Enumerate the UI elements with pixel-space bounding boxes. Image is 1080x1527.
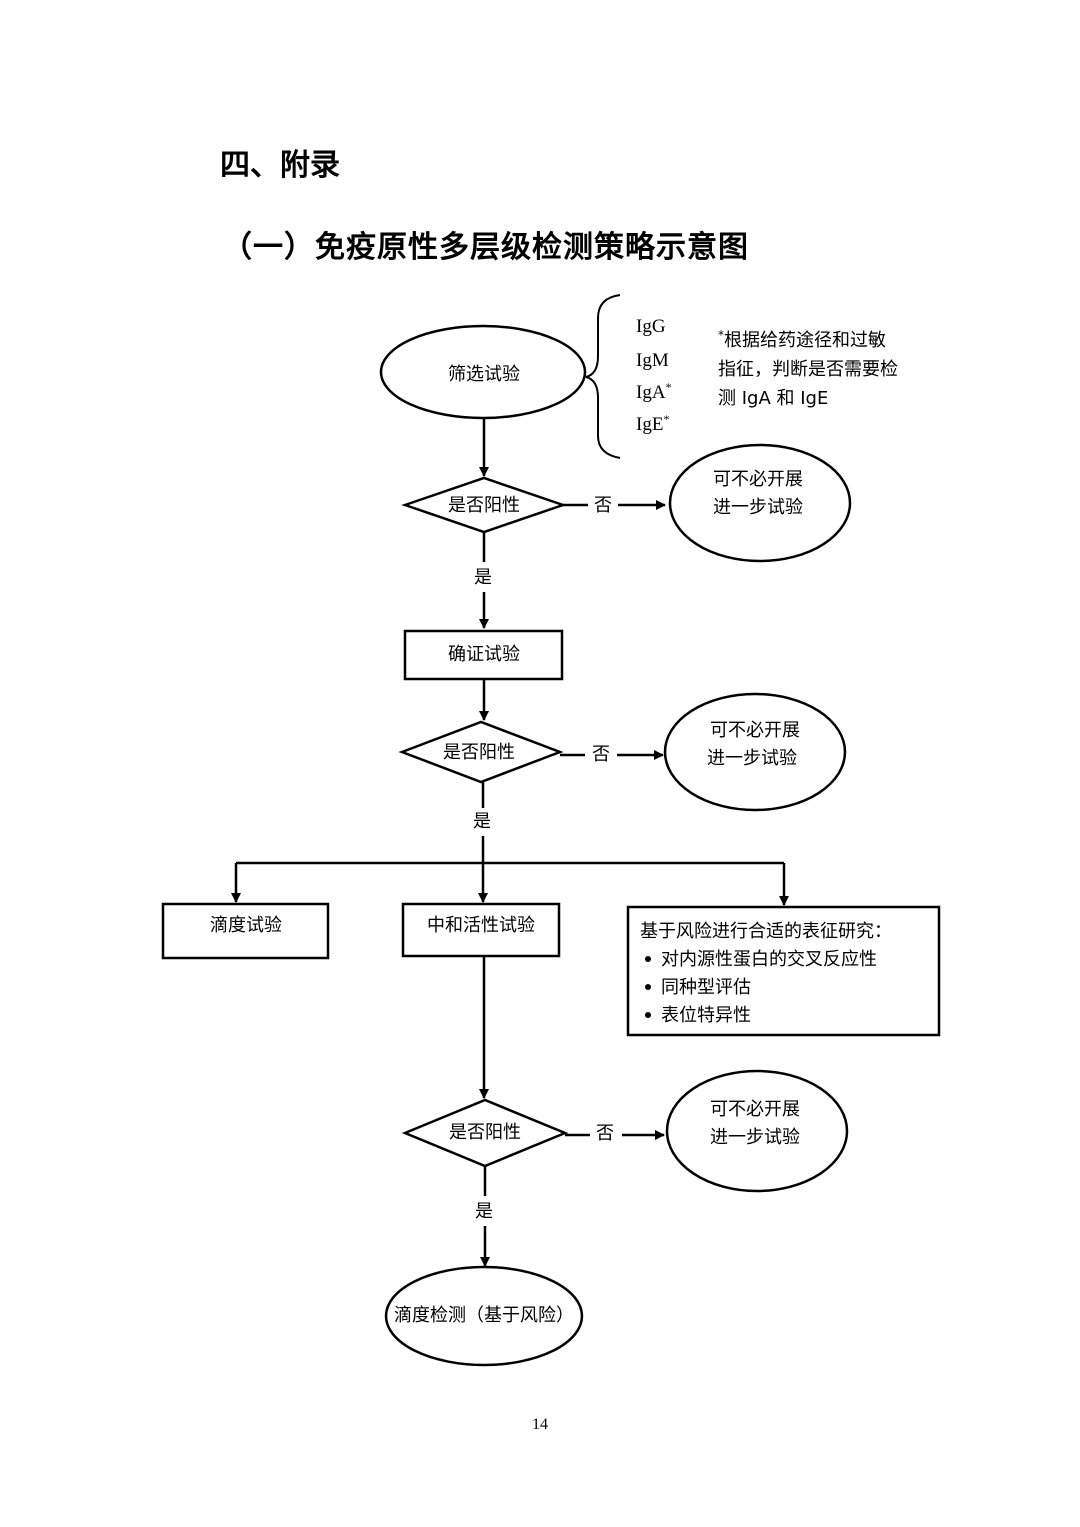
- stop-node-2: [663, 692, 847, 812]
- decision-2-label: 是否阳性: [443, 742, 515, 763]
- footnote-line-2: 指征，判断是否需要检: [718, 359, 898, 380]
- characterization-node: [626, 905, 941, 1037]
- isotype-ige: IgE*: [636, 412, 669, 435]
- confirmatory-label: 确证试验: [448, 644, 520, 665]
- stop-node-1: [668, 443, 852, 563]
- stop-2-line-2: 进一步试验: [707, 748, 797, 769]
- isotype-bracket: [585, 294, 621, 459]
- isotype-igm: IgM: [636, 350, 669, 371]
- characterization-bullet-3: 表位特异性: [661, 1005, 751, 1026]
- bullet-dot: [645, 956, 651, 962]
- final-label: 滴度检测（基于风险）: [394, 1305, 574, 1326]
- decision-1-label: 是否阳性: [448, 495, 520, 516]
- stop-2-line-1: 可不必开展: [710, 720, 800, 741]
- titer-node: [161, 902, 330, 960]
- decision-1-no-label: 否: [594, 495, 612, 516]
- decision-2-yes-label: 是: [473, 811, 491, 832]
- final-node: [384, 1265, 584, 1367]
- stop-3-line-1: 可不必开展: [710, 1099, 800, 1120]
- section-heading: 四、附录: [220, 148, 340, 183]
- decision-3-yes-label: 是: [475, 1201, 493, 1222]
- stop-1-line-2: 进一步试验: [713, 497, 803, 518]
- decision-2-no-label: 否: [592, 744, 610, 765]
- bullet-dot: [645, 1012, 651, 1018]
- decision-3-no-label: 否: [596, 1123, 614, 1144]
- isotype-iga: IgA*: [636, 380, 672, 403]
- stop-1-line-1: 可不必开展: [713, 469, 803, 490]
- titer-label: 滴度试验: [210, 915, 282, 936]
- characterization-bullets: [645, 956, 651, 1018]
- neutralizing-node: [401, 902, 561, 958]
- page-number: 14: [532, 1416, 548, 1433]
- neutralizing-label: 中和活性试验: [427, 915, 535, 936]
- footnote-line-3: 测 IgA 和 IgE: [718, 388, 828, 409]
- stop-3-line-2: 进一步试验: [710, 1127, 800, 1148]
- decision-1-yes-label: 是: [474, 567, 492, 588]
- subsection-heading: （一）免疫原性多层级检测策略示意图: [222, 230, 749, 265]
- decision-2-node: [398, 720, 564, 784]
- footnote-line-1: *根据给药途径和过敏: [718, 328, 886, 351]
- bullet-dot: [645, 984, 651, 990]
- characterization-title: 基于风险进行合适的表征研究：: [640, 921, 892, 942]
- characterization-bullet-2: 同种型评估: [661, 977, 751, 998]
- decision-3-label: 是否阳性: [449, 1122, 521, 1143]
- screening-label: 筛选试验: [448, 364, 520, 385]
- stop-node-3: [665, 1069, 849, 1193]
- isotype-igg: IgG: [636, 316, 666, 337]
- characterization-bullet-1: 对内源性蛋白的交叉反应性: [661, 949, 877, 970]
- decision-3-node: [401, 1098, 569, 1168]
- footnote-mark: *: [718, 328, 724, 342]
